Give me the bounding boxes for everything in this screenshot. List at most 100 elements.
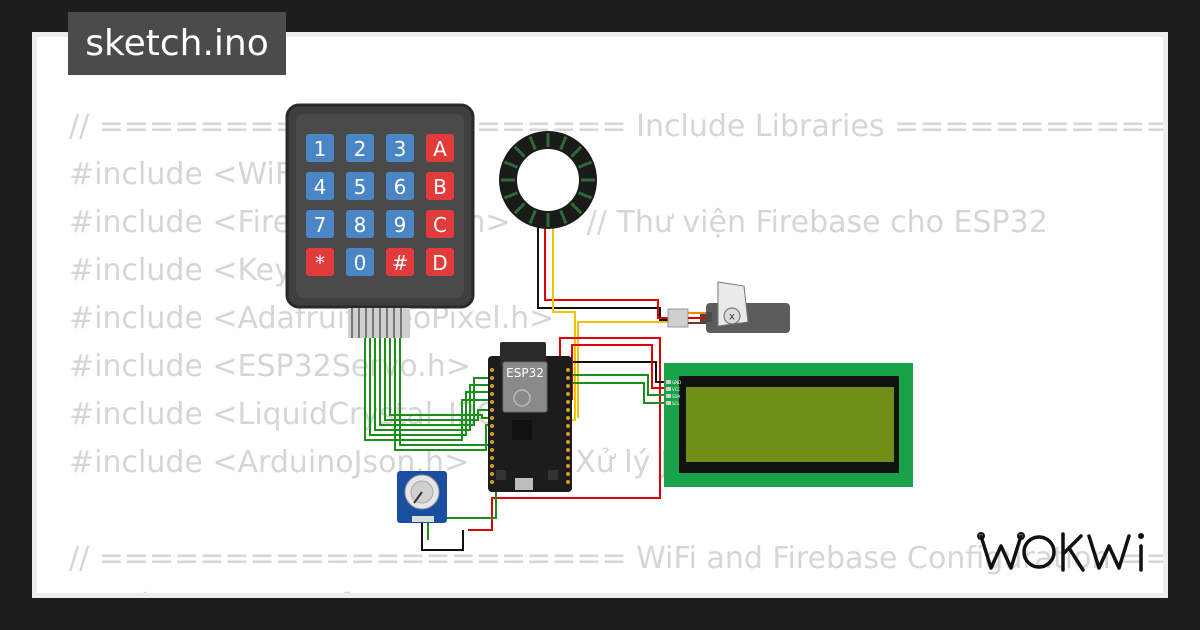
boot-button[interactable] xyxy=(496,470,506,480)
esp32-antenna xyxy=(500,342,546,366)
keypad-key-label: 5 xyxy=(354,175,367,199)
esp32-pin xyxy=(490,384,494,388)
keypad-key-label: 7 xyxy=(314,213,327,237)
esp32-pin xyxy=(566,432,570,436)
esp32-pin xyxy=(566,368,570,372)
wire-black xyxy=(537,220,672,321)
keypad-key-label: * xyxy=(315,251,325,275)
servo-motor[interactable]: x xyxy=(667,281,790,333)
wire-black xyxy=(421,518,464,551)
keypad-key[interactable]: 3 xyxy=(386,134,414,162)
ring-led xyxy=(559,136,568,151)
ring-led xyxy=(513,202,526,215)
keypad-key[interactable]: D xyxy=(426,248,454,276)
code-editor[interactable]: // ===================== Include Librari… xyxy=(69,103,1163,593)
keypad-key[interactable]: 2 xyxy=(346,134,374,162)
ring-led xyxy=(504,160,519,169)
servo-connector xyxy=(667,308,689,328)
esp32-pin xyxy=(566,440,570,444)
keypad-key-label: 0 xyxy=(354,251,367,275)
wire-green xyxy=(379,338,490,426)
code-line: // ===================== Include Librari… xyxy=(69,109,1163,144)
esp32-pin xyxy=(490,392,494,396)
esp32-pin xyxy=(566,456,570,460)
keypad-key[interactable]: A xyxy=(426,134,454,162)
editor-background xyxy=(37,37,1163,593)
esp32-pin xyxy=(490,440,494,444)
servo-shaft xyxy=(723,307,741,325)
wire-green xyxy=(568,382,668,404)
pot-knob-indicator xyxy=(413,491,423,504)
wire-green xyxy=(568,374,668,396)
keypad-key[interactable]: 9 xyxy=(386,210,414,238)
file-tab[interactable]: sketch.ino xyxy=(68,12,286,75)
keypad-pins xyxy=(351,308,402,338)
keypad-key[interactable]: 4 xyxy=(306,172,334,200)
neopixel-ring[interactable] xyxy=(499,131,597,229)
keypad-key-label: # xyxy=(392,251,409,275)
lcd-pin-label: GND xyxy=(672,380,681,385)
keypad-key[interactable]: 5 xyxy=(346,172,374,200)
keypad-key[interactable]: 6 xyxy=(386,172,414,200)
ring-led xyxy=(513,145,526,158)
keypad-key-label: 1 xyxy=(314,137,327,161)
wire-green xyxy=(389,338,490,419)
wire-green xyxy=(364,338,490,441)
keypad-key[interactable]: B xyxy=(426,172,454,200)
ring-led xyxy=(570,202,583,215)
esp32-pin xyxy=(566,472,570,476)
keypad-key[interactable]: 7 xyxy=(306,210,334,238)
lcd-pin xyxy=(666,401,671,405)
esp32-pin xyxy=(490,416,494,420)
lcd-screen xyxy=(686,387,894,462)
keypad-key[interactable]: * xyxy=(306,248,334,276)
esp32-pin xyxy=(490,376,494,380)
wire-green xyxy=(374,338,490,431)
keypad-key[interactable]: 8 xyxy=(346,210,374,238)
wire-green xyxy=(427,470,497,540)
ring-led xyxy=(559,209,568,224)
keypad-key-label: C xyxy=(433,213,447,237)
lcd-pin xyxy=(666,394,671,398)
esp32-pin xyxy=(490,464,494,468)
ring-led xyxy=(528,136,537,151)
esp32-pin xyxy=(566,400,570,404)
wokwi-logo xyxy=(977,532,1144,572)
keypad-key-label: 9 xyxy=(394,213,407,237)
esp32-pin xyxy=(490,456,494,460)
code-line: #include <ESP32Servo.h> xyxy=(69,349,471,384)
keypad-key[interactable]: 0 xyxy=(346,248,374,276)
wires xyxy=(364,220,672,551)
pot-pins xyxy=(412,516,434,522)
esp32-pin xyxy=(490,368,494,372)
esp32-pins xyxy=(490,368,570,484)
esp32-board[interactable]: ESP32 xyxy=(488,342,572,492)
ring-led xyxy=(570,145,583,158)
keypad-key[interactable]: 1 xyxy=(306,134,334,162)
esp32-pin xyxy=(490,472,494,476)
lcd-pin xyxy=(666,387,671,391)
lcd-pin-label: SDA xyxy=(672,394,681,399)
usb-port-icon xyxy=(515,478,533,490)
svg-text:x: x xyxy=(729,312,735,323)
potentiometer[interactable] xyxy=(397,471,447,523)
esp32-pin xyxy=(490,408,494,412)
keypad-key[interactable]: C xyxy=(426,210,454,238)
ring-led xyxy=(577,160,592,169)
esp32-pin xyxy=(490,424,494,428)
keypad-key[interactable]: # xyxy=(386,248,414,276)
reset-button[interactable] xyxy=(548,470,558,480)
lcd-pin xyxy=(666,380,671,384)
esp32-pin xyxy=(490,480,494,484)
esp32-pin xyxy=(490,432,494,436)
wire-green xyxy=(394,338,490,451)
esp32-label: ESP32 xyxy=(506,366,544,380)
wire-red xyxy=(544,220,672,319)
esp32-pin xyxy=(566,480,570,484)
ring-led xyxy=(577,191,592,200)
lcd-pin-label: SCL xyxy=(672,401,680,406)
